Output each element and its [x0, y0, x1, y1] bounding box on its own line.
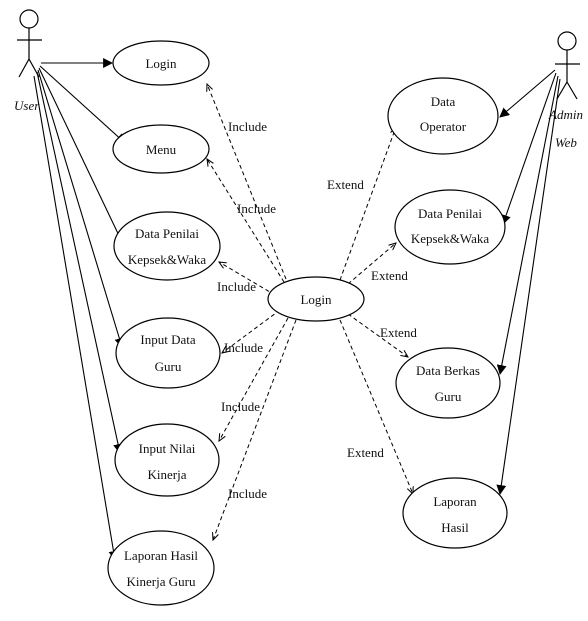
use-case-menu-label: Menu: [146, 142, 177, 157]
include-label-input-nilai: Include: [221, 399, 260, 414]
use-case-input-data-guru-label-2: Guru: [155, 359, 182, 374]
include-label-laporan: Include: [228, 486, 267, 501]
admin-associations: [496, 69, 561, 495]
assoc-admin-data-operator: [499, 69, 556, 118]
include-line-input-data-guru: [222, 309, 281, 353]
assoc-admin-data-berkas: [496, 75, 559, 375]
use-case-input-data-guru-label-1: Input Data: [140, 332, 195, 347]
use-case-data-penilai: Data Penilai Kepsek&Waka: [113, 211, 221, 281]
include-label-input-data-guru: Include: [224, 340, 263, 355]
extend-line-data-penilai: [347, 243, 396, 285]
use-case-input-nilai-label-1: Input Nilai: [139, 441, 196, 456]
use-case-data-berkas-label-2: Guru: [435, 389, 462, 404]
extend-line-data-operator: [339, 127, 396, 281]
use-case-laporan-hasil-kinerja: Laporan Hasil Kinerja Guru: [107, 530, 215, 606]
extend-label-data-berkas: Extend: [380, 325, 417, 340]
admin-actor-leg-left: [556, 81, 568, 100]
assoc-user-input-data-guru: [37, 69, 125, 348]
user-associations: [33, 58, 126, 561]
use-case-admin-data-penilai: Data Penilai Kepsek&Waka: [394, 189, 506, 265]
use-case-laporan-hasil-admin-label-1: Laporan: [433, 494, 477, 509]
assoc-admin-data-penilai: [501, 72, 557, 225]
use-case-admin-data-penilai-label-1: Data Penilai: [418, 206, 482, 221]
extend-label-laporan: Extend: [347, 445, 384, 460]
extend-label-data-operator: Extend: [327, 177, 364, 192]
use-case-data-operator: Data Operator: [387, 77, 499, 155]
use-case-center-login-label: Login: [300, 292, 332, 307]
admin-actor-label-line2: Web: [555, 135, 577, 150]
use-case-login-label: Login: [145, 56, 177, 71]
user-actor-leg-left: [18, 58, 30, 78]
assoc-user-input-nilai: [36, 71, 123, 454]
extend-line-data-berkas: [347, 313, 408, 357]
use-case-menu: Menu: [112, 124, 210, 174]
user-actor-head: [19, 9, 39, 29]
use-case-center-login: Login: [267, 276, 365, 322]
include-relations: [207, 84, 297, 540]
use-case-login: Login: [112, 40, 210, 86]
use-case-laporan-hasil-label-1: Laporan Hasil: [124, 548, 198, 563]
include-line-data-penilai: [219, 262, 276, 296]
extend-relations: [339, 127, 413, 494]
include-line-login: [207, 84, 287, 280]
admin-actor-head: [557, 31, 577, 51]
include-label-data-penilai: Include: [217, 279, 256, 294]
use-case-data-operator-label-1: Data: [431, 94, 456, 109]
assoc-user-laporan: [33, 75, 119, 561]
use-case-data-penilai-label-1: Data Penilai: [135, 226, 199, 241]
assoc-admin-laporan: [496, 78, 561, 495]
extend-label-data-penilai: Extend: [371, 268, 408, 283]
use-case-data-berkas-label-1: Data Berkas: [416, 363, 480, 378]
admin-actor-label-line1: Admin: [548, 107, 583, 122]
extend-line-laporan: [339, 319, 413, 494]
use-case-data-penilai-label-2: Kepsek&Waka: [128, 252, 207, 267]
user-actor-label: User: [14, 98, 40, 113]
use-case-laporan-hasil-label-2: Kinerja Guru: [127, 574, 196, 589]
use-case-laporan-hasil-admin-label-2: Hasil: [441, 520, 469, 535]
admin-actor-leg-right: [566, 81, 578, 100]
include-label-menu: Include: [237, 201, 276, 216]
include-line-input-nilai: [219, 317, 289, 441]
use-case-input-data-guru: Input Data Guru: [115, 317, 221, 389]
use-case-admin-data-penilai-label-2: Kepsek&Waka: [411, 231, 490, 246]
use-case-input-nilai-kinerja: Input Nilai Kinerja: [114, 423, 220, 497]
admin-actor: Admin Web: [548, 31, 583, 150]
use-case-data-berkas-guru: Data Berkas Guru: [395, 347, 501, 419]
assoc-user-data-penilai: [38, 67, 124, 245]
include-line-menu: [207, 159, 285, 283]
use-case-input-nilai-label-2: Kinerja: [148, 467, 187, 482]
use-case-laporan-hasil: Laporan Hasil: [402, 477, 508, 549]
use-case-data-operator-label-2: Operator: [420, 119, 467, 134]
assoc-user-menu: [39, 65, 126, 144]
include-label-login: Include: [228, 119, 267, 134]
